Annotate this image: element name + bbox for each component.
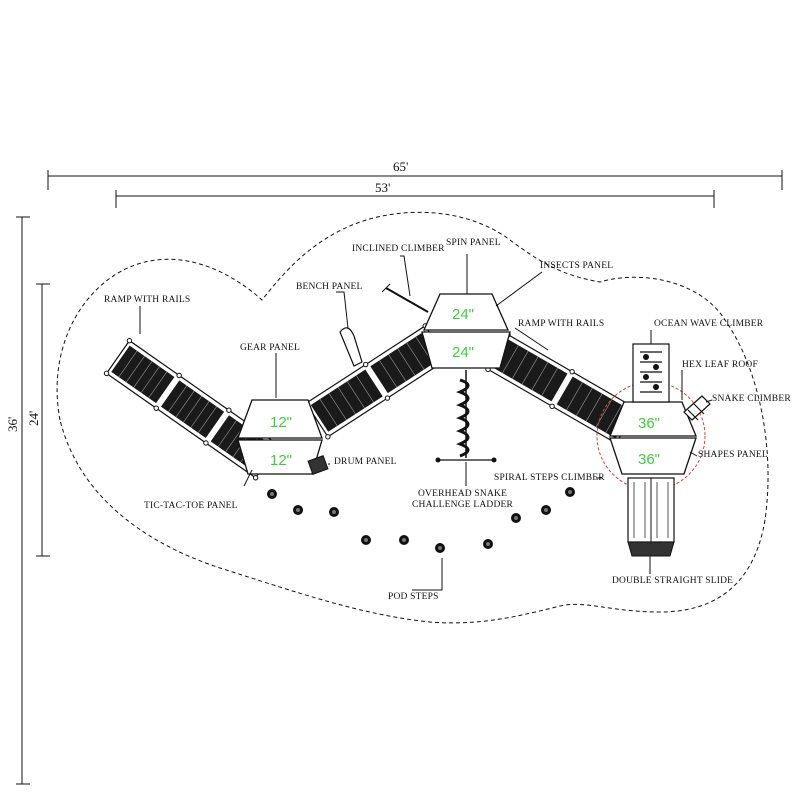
deck-right-lower bbox=[609, 437, 697, 475]
dim-53-text: 53' bbox=[375, 180, 390, 195]
label-snake-climber: SNAKE CLIMBER bbox=[712, 394, 791, 404]
safety-zone-boundary bbox=[56, 211, 769, 624]
label-insects-panel: INSECTS PANEL bbox=[540, 261, 613, 271]
label-ocean-wave-climber: OCEAN WAVE CLIMBER bbox=[654, 319, 764, 329]
deck-center bbox=[421, 293, 511, 369]
drum-panel bbox=[307, 455, 329, 475]
deck-left-upper bbox=[237, 399, 323, 439]
deck-center-lower bbox=[421, 331, 511, 369]
snake-climber bbox=[683, 395, 711, 421]
dim-24-text: 24' bbox=[26, 411, 41, 426]
dim-65-text: 65' bbox=[393, 159, 408, 174]
label-hex-leaf-roof: HEX LEAF ROOF bbox=[682, 360, 758, 370]
deck-height-right-upper: 36" bbox=[638, 415, 660, 432]
label-spin-panel: SPIN PANEL bbox=[446, 238, 501, 248]
deck-center-upper bbox=[422, 293, 510, 331]
pod-steps bbox=[267, 487, 575, 553]
label-ramp-with-rails-right: RAMP WITH RAILS bbox=[518, 319, 604, 329]
label-overhead-snake-line2: CHALLENGE LADDER bbox=[412, 500, 514, 510]
double-straight-slide bbox=[627, 477, 675, 557]
label-tic-tac-toe-panel: TIC-TAC-TOE PANEL bbox=[144, 501, 238, 511]
label-gear-panel: GEAR PANEL bbox=[240, 343, 300, 353]
ocean-wave-climber bbox=[632, 343, 670, 403]
label-inclined-climber: INCLINED CLIMBER bbox=[352, 244, 445, 254]
label-drum-panel: DRUM PANEL bbox=[334, 457, 397, 467]
label-bench-panel: BENCH PANEL bbox=[296, 282, 363, 292]
deck-height-right-lower: 36" bbox=[638, 451, 660, 468]
label-spiral-steps-climber: SPIRAL STEPS CLIMBER bbox=[494, 473, 605, 483]
deck-left bbox=[237, 399, 323, 475]
label-overhead-snake-line1: OVERHEAD SNAKE bbox=[418, 489, 507, 499]
label-shapes-panel: SHAPES PANEL bbox=[698, 450, 768, 460]
overhead-snake-ladder bbox=[435, 370, 497, 463]
deck-height-center-lower: 24" bbox=[452, 344, 474, 361]
bench-panel bbox=[339, 327, 363, 367]
label-ramp-with-rails-left: RAMP WITH RAILS bbox=[104, 295, 190, 305]
inclined-climber bbox=[381, 283, 429, 313]
label-pod-steps: POD STEPS bbox=[388, 592, 439, 602]
dim-36-text: 36' bbox=[5, 417, 20, 432]
deck-height-left-upper: 12" bbox=[270, 414, 292, 431]
label-double-straight-slide: DOUBLE STRAIGHT SLIDE bbox=[612, 576, 733, 586]
dimension-lines bbox=[16, 170, 783, 785]
leader-lines bbox=[139, 254, 713, 591]
deck-height-left-lower: 12" bbox=[270, 452, 292, 469]
deck-left-lower bbox=[237, 439, 323, 475]
deck-height-center-upper: 24" bbox=[452, 306, 474, 323]
hex-leaf-roof-outline bbox=[596, 381, 706, 491]
